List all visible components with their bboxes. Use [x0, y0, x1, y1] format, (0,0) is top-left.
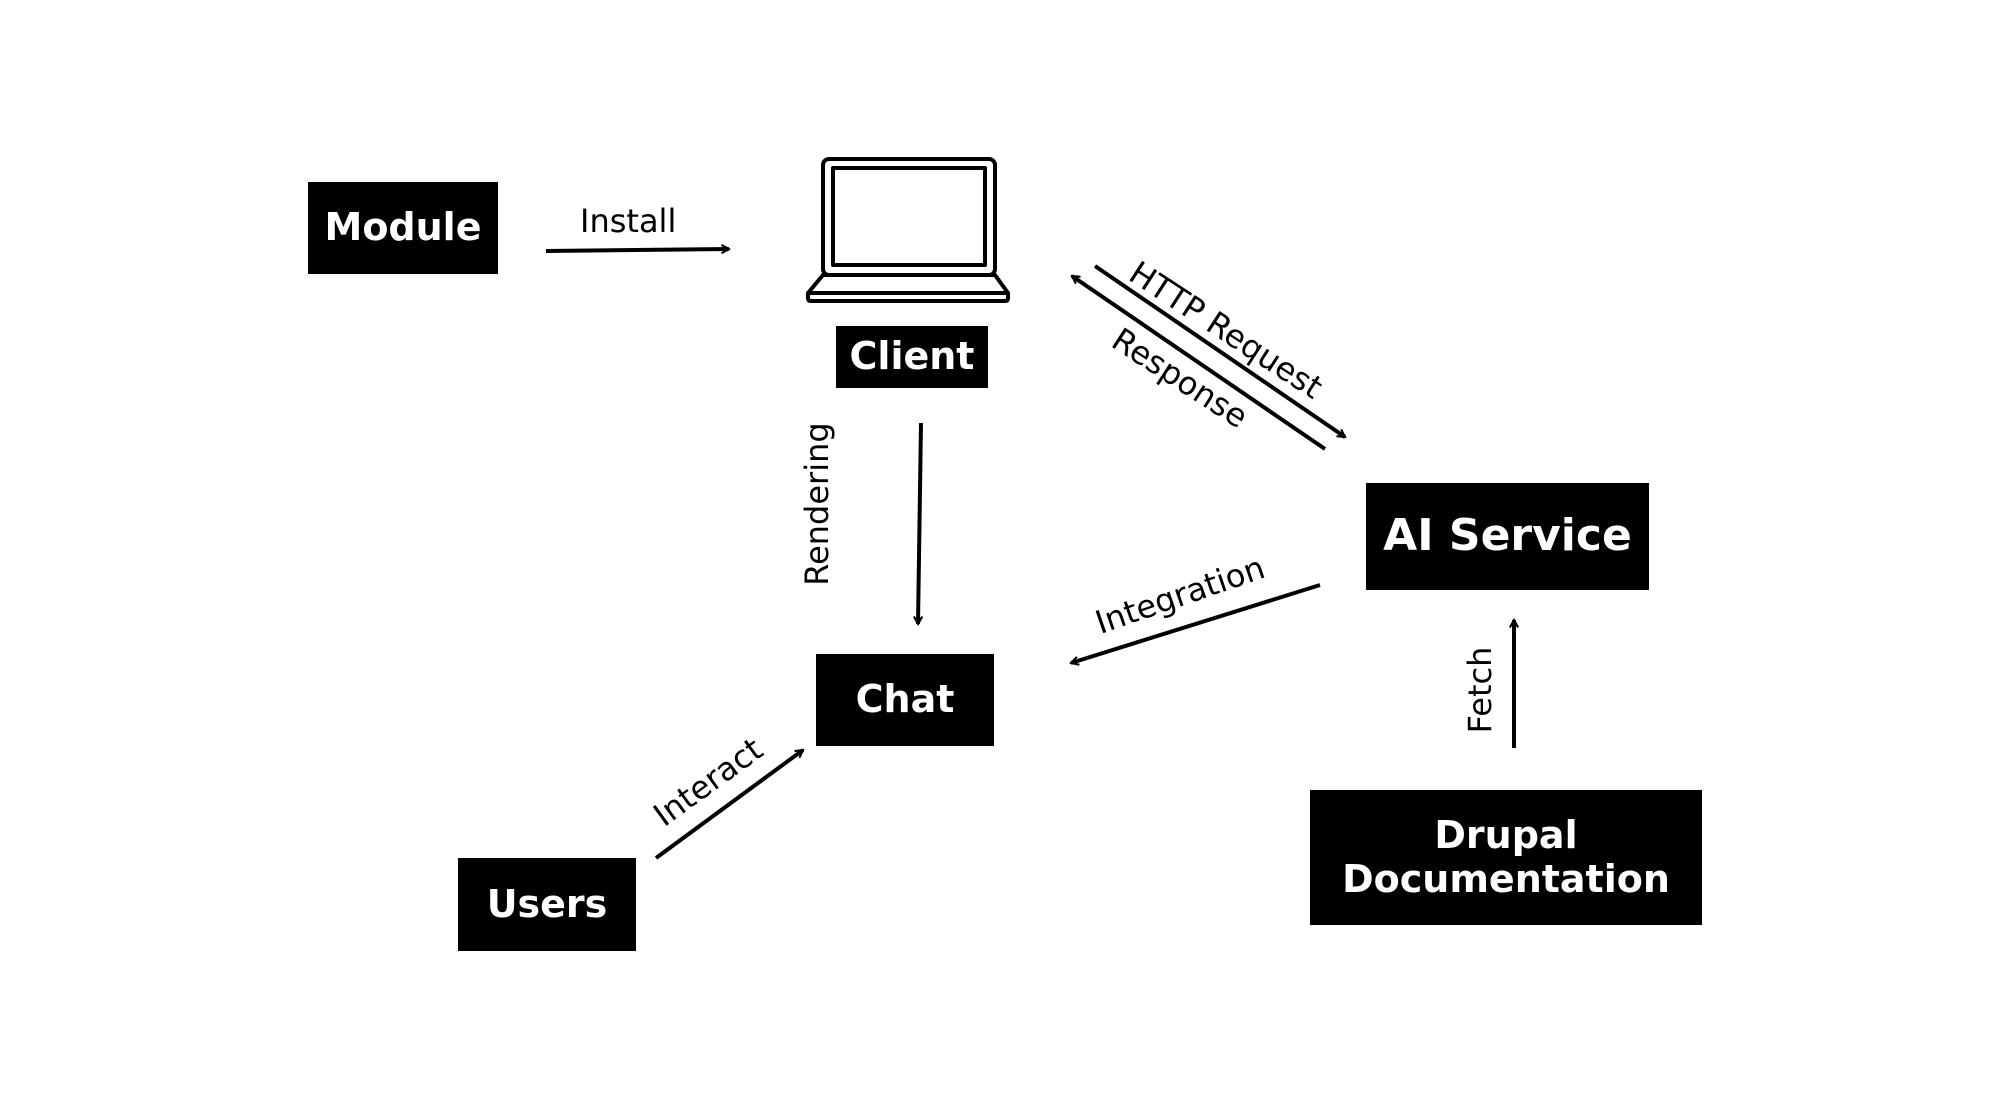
module-node-label: Module [324, 205, 482, 250]
users-node-label: Users [486, 881, 608, 926]
users-node: Users [458, 858, 636, 951]
fetch-label: Fetch [1461, 646, 1499, 734]
rendering-arrow [918, 422, 921, 624]
chat-node-label: Chat [855, 677, 955, 722]
ai-service-node-label: AI Service [1383, 510, 1632, 562]
response-arrow [1072, 274, 1327, 451]
integration-arrow [1071, 583, 1321, 663]
module-node: Module [308, 182, 498, 274]
chat-node: Chat [816, 654, 994, 746]
interact-arrow [654, 748, 803, 860]
rendering-label: Rendering [798, 422, 836, 586]
install-label: Install [580, 202, 677, 240]
client-node-label: Client [849, 334, 975, 379]
drupal-node-label-line2: Documentation [1342, 856, 1670, 901]
install-arrow [545, 249, 729, 251]
client-node: Client [836, 326, 988, 388]
drupal-node-label-line1: Drupal [1434, 812, 1578, 857]
drupal-documentation-node: Drupal Documentation [1310, 790, 1702, 925]
http-request-arrow [1093, 264, 1345, 439]
ai-service-node: AI Service [1366, 483, 1649, 590]
laptop-icon [806, 157, 1010, 303]
